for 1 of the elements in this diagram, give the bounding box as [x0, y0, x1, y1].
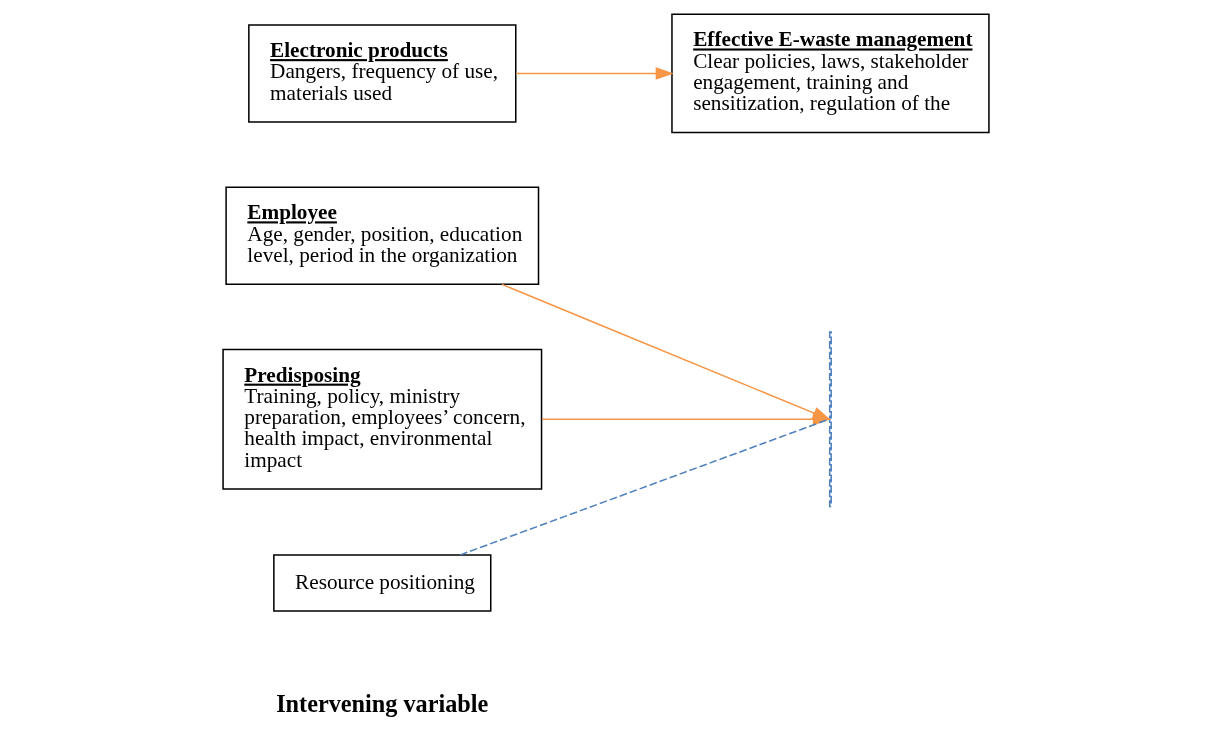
- node-label: Intervening variable: [276, 689, 489, 717]
